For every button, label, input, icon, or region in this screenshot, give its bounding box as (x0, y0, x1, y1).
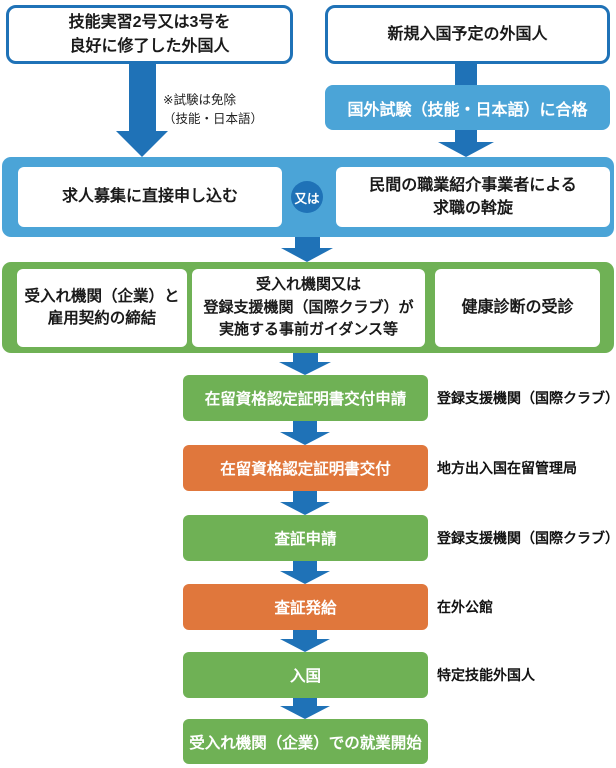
step-coe-application-label: 在留資格認定証明書交付申請 (204, 391, 407, 408)
completed-trainee-line2: 良好に修了した外国人 (69, 37, 230, 55)
overseas-exam-label: 国外試験（技能・日本語）に合格 (347, 101, 588, 119)
agency-referral-line1: 民間の職業紹介事業者による (369, 176, 577, 194)
agency-referral-box: 民間の職業紹介事業者による 求職の斡旋 (336, 167, 610, 227)
employment-contract-line2: 雇用契約の締結 (47, 310, 157, 327)
down-arrow-trainee (116, 64, 168, 157)
or-circle-label: 又は (294, 191, 320, 206)
step-coe-application-side-label: 登録支援機関（国際クラブ） (437, 390, 616, 406)
exam-exemption-note-line2: （技能・日本語） (163, 111, 264, 126)
step-visa-application: 査証申請 (183, 515, 428, 561)
connector-new-entrant-exam (455, 64, 477, 85)
down-arrow-step5 (280, 698, 330, 719)
pre-guidance-line1: 受入れ機関又は (255, 276, 361, 294)
exam-exemption-note: ※試験は免除 （技能・日本語） (163, 91, 263, 129)
step-entry: 入国 (183, 652, 428, 698)
new-entrant-line1: 新規入国予定の外国人 (387, 25, 548, 43)
completed-trainee-box: 技能実習2号又は3号を 良好に修了した外国人 (6, 5, 293, 64)
down-arrow-exam (438, 130, 494, 157)
step-employment-start: 受入れ機関（企業）での就業開始 (183, 719, 428, 764)
down-arrow-step2 (280, 491, 330, 515)
employment-contract-box: 受入れ機関（企業）と 雇用契約の締結 (17, 269, 187, 347)
down-arrow-step3 (280, 561, 330, 584)
pre-guidance-line2: 登録支援機関（国際クラブ）が (203, 298, 414, 316)
step-entry-side-label: 特定技能外国人 (437, 667, 535, 683)
step-coe-application: 在留資格認定証明書交付申請 (183, 375, 428, 421)
down-arrow-preparation (279, 353, 331, 375)
step-visa-application-label: 査証申請 (274, 531, 337, 548)
step-visa-issuance-label: 査証発給 (274, 600, 337, 617)
step-coe-issuance-label: 在留資格認定証明書交付 (220, 461, 391, 478)
step-visa-issuance-side-label: 在外公館 (437, 599, 493, 615)
pre-guidance-box: 受入れ機関又は 登録支援機関（国際クラブ）が 実施する事前ガイダンス等 (192, 269, 425, 347)
or-circle: 又は (291, 181, 323, 213)
step-coe-issuance: 在留資格認定証明書交付 (183, 445, 428, 491)
health-check-line1: 健康診断の受診 (461, 299, 574, 317)
new-entrant-box: 新規入国予定の外国人 (325, 5, 610, 64)
completed-trainee-line1: 技能実習2号又は3号を (68, 14, 231, 32)
pre-guidance-line3: 実施する事前ガイダンス等 (218, 321, 399, 339)
step-employment-start-label: 受入れ機関（企業）での就業開始 (189, 734, 422, 752)
down-arrow-step4 (280, 630, 330, 652)
step-entry-label: 入国 (289, 668, 321, 685)
direct-apply-box: 求人募集に直接申し込む (18, 167, 282, 227)
down-arrow-application (281, 237, 333, 262)
down-arrow-step1 (280, 421, 330, 445)
agency-referral-line2: 求職の斡旋 (432, 200, 513, 217)
employment-contract-line1: 受入れ機関（企業）と (24, 287, 180, 305)
step-coe-issuance-side-label: 地方出入国在留管理局 (437, 460, 577, 476)
step-visa-application-side-label: 登録支援機関（国際クラブ） (437, 530, 616, 546)
overseas-exam-box: 国外試験（技能・日本語）に合格 (325, 85, 610, 130)
direct-apply-label: 求人募集に直接申し込む (61, 188, 238, 206)
exam-exemption-note-line1: ※試験は免除 (163, 93, 236, 107)
health-check-box: 健康診断の受診 (435, 269, 600, 347)
step-visa-issuance: 査証発給 (183, 584, 428, 630)
